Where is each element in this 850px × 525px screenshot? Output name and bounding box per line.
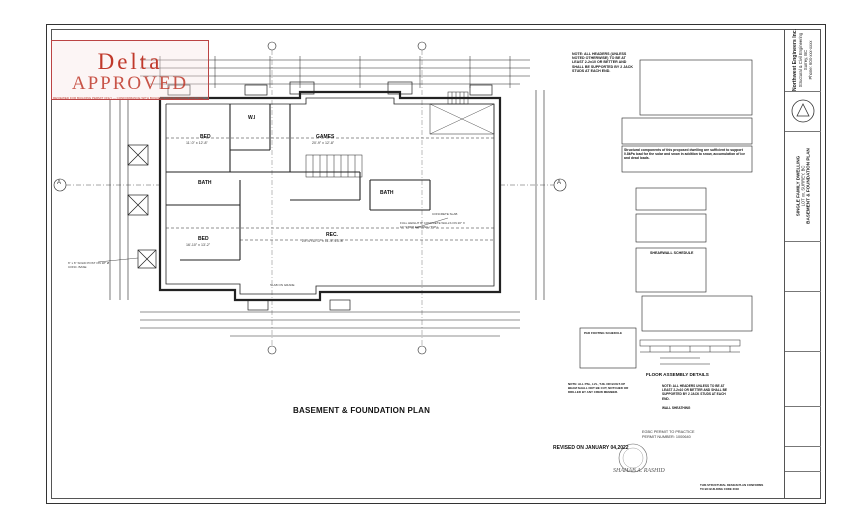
post-note: 6" x 6" SOLID POST ON 18" Ø CONC. BASE <box>68 261 110 269</box>
title-block-firm: Northwest Engineers Inc. Structural & Ci… <box>785 29 821 92</box>
title-block-empty-1 <box>785 241 821 292</box>
pad-footing-title: PAD FOOTING SCHEDULE <box>584 331 622 335</box>
title-block-empty-3 <box>785 351 821 407</box>
stamp-logo: Delta <box>97 49 163 74</box>
room-label-wic: W.I <box>248 115 256 121</box>
stamp-fine-print: REVIEWED FOR BUILDING PERMIT ONLY — CONF… <box>53 96 203 100</box>
bottom-header-note: NOTE: ALL HEADERS UNLESS TO BE AT LEAST … <box>662 384 727 401</box>
room-dims-bed-1: 11'-0" x 12'-8" <box>186 141 208 145</box>
code-note: THIS STRUCTURAL DESIGN PLAN CONFORMS TO … <box>700 483 764 492</box>
grid-bubble-a-left: A <box>57 180 62 186</box>
room-dims-rec: 20'-4"/11'-3" x 11'-4"/13'-8" <box>302 239 344 243</box>
title-block: Northwest Engineers Inc. Structural & Ci… <box>784 29 821 499</box>
beam-note: NOTE: ALL PSL, LVL, TJIL OR BUILT-UP BEA… <box>568 382 629 395</box>
grid-bubble-a-right: A <box>557 180 562 186</box>
egbc-permit: EGBC PERMIT TO PRACTICE PERMIT NUMBER: 1… <box>642 430 695 440</box>
title-block-empty-4 <box>785 406 821 447</box>
engineer-signature: SHAHAB A. RASHID <box>613 468 665 474</box>
permit-number: PERMIT NUMBER: 1000640 <box>642 434 691 439</box>
approval-stamp: Delta APPROVED <box>51 40 209 100</box>
top-header-note: NOTE: ALL HEADERS (UNLESS NOTED OTHERWIS… <box>572 52 633 73</box>
room-label-rec: REC. <box>326 232 338 238</box>
title-block-project: SINGLE FAMILY DWELLING LOT xx, SURREY, B… <box>785 131 821 242</box>
room-label-bed-2: BED <box>198 236 209 242</box>
title-block-empty-2 <box>785 291 821 352</box>
plan-title: BASEMENT & FOUNDATION PLAN <box>293 406 431 415</box>
slab-on-grade-note: SLAB ON GRADE <box>270 283 295 287</box>
sheet-border <box>51 29 821 499</box>
wall-sheathing-title: WALL SHEATHING <box>662 406 691 410</box>
full-height-wall-note: FULL HEIGHT 8" CONCRETE WALLS ON 20" X 1… <box>400 221 465 229</box>
seal-icon <box>791 99 815 123</box>
structural-note: Structural components of this proposed d… <box>624 148 746 161</box>
revised-date: REVISED ON JANUARY 04,2022 <box>553 445 629 451</box>
egbc-label: EGBC PERMIT TO PRACTICE <box>642 430 695 434</box>
title-block-empty-5 <box>785 446 821 472</box>
title-block-seal <box>785 91 821 132</box>
floor-assembly-title: FLOOR ASSEMBLY DETAILS <box>646 372 709 377</box>
room-label-bath-2: BATH <box>380 190 394 196</box>
room-label-bath-1: BATH <box>198 180 212 186</box>
room-dims-bed-2: 16'-10" x 13'-2" <box>186 243 211 247</box>
room-label-games: GAMES <box>316 134 335 140</box>
concrete-slab-note: CONCRETE SLAB <box>432 212 458 216</box>
stamp-status: APPROVED <box>71 73 189 94</box>
room-dims-games: 20'-9" x 12'-8" <box>312 141 335 145</box>
room-label-bed-1: BED <box>200 134 211 140</box>
shearwall-title: SHEARWALL SCHEDULE <box>650 251 694 255</box>
